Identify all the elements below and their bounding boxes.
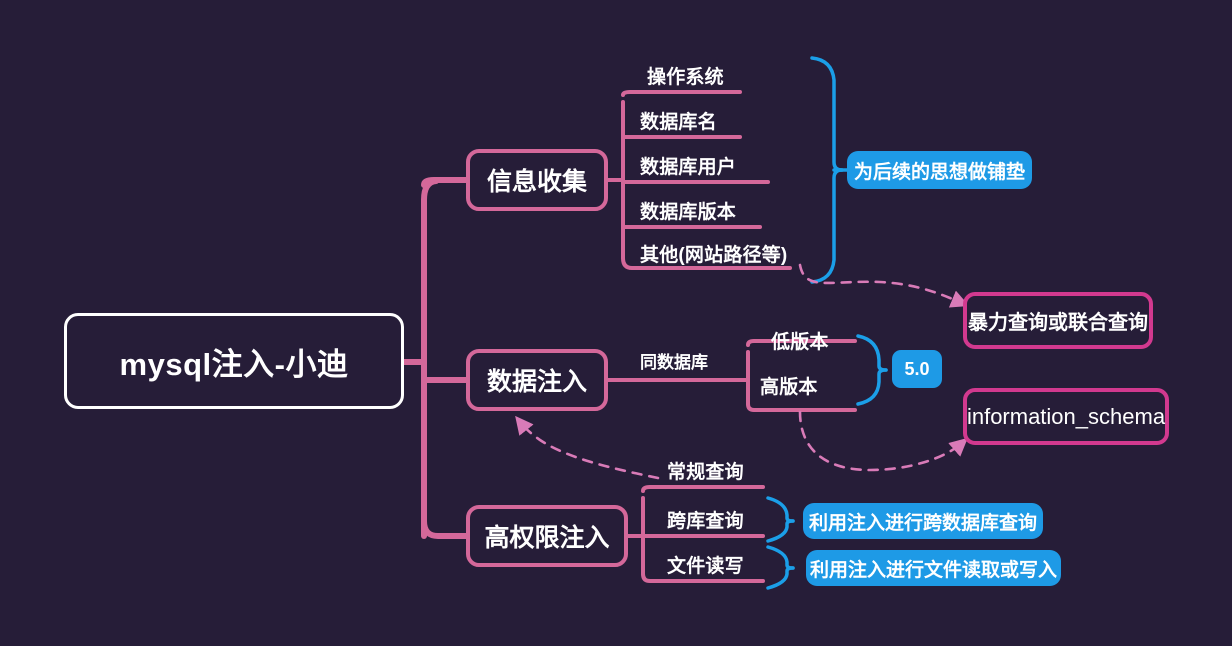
- result-node-brute-or-union-query[interactable]: 暴力查询或联合查询: [963, 292, 1153, 349]
- leaf-normal-query[interactable]: 常规查询: [667, 457, 744, 484]
- leaf-low-version[interactable]: 低版本: [771, 327, 829, 354]
- root-node[interactable]: mysql注入-小迪: [64, 313, 404, 409]
- leaf-cross-db-query[interactable]: 跨库查询: [667, 506, 744, 533]
- leaf-file-read-write-label: 文件读写: [667, 556, 744, 577]
- leaf-cross-db-query-label: 跨库查询: [667, 511, 744, 532]
- leaf-db-name[interactable]: 数据库名: [640, 107, 717, 134]
- branch-node-info-gathering[interactable]: 信息收集: [466, 149, 608, 211]
- leaf-other-paths[interactable]: 其他(网站路径等): [640, 240, 787, 267]
- leaf-os-label: 操作系统: [647, 67, 724, 88]
- note-pill-info-gathering[interactable]: 为后续的思想做铺垫: [847, 151, 1032, 189]
- version-badge-5-0[interactable]: 5.0: [892, 350, 942, 388]
- leaf-high-version-label: 高版本: [760, 377, 818, 398]
- edge-label-same-database: 同数据库: [640, 353, 708, 372]
- branch-node-high-privilege[interactable]: 高权限注入: [466, 505, 628, 567]
- note-pill-file-read-write-label: 利用注入进行文件读取或写入: [809, 559, 1057, 581]
- branch-label-info-gathering: 信息收集: [486, 168, 587, 196]
- leaf-db-version[interactable]: 数据库版本: [640, 197, 736, 224]
- branch-label-data-injection: 数据注入: [486, 368, 587, 396]
- leaf-high-version[interactable]: 高版本: [760, 372, 818, 399]
- leaf-file-read-write[interactable]: 文件读写: [667, 551, 744, 578]
- root-node-label: mysql注入-小迪: [119, 346, 349, 382]
- leaf-db-user-label: 数据库用户: [640, 157, 737, 178]
- note-pill-cross-db-query-label: 利用注入进行跨数据库查询: [808, 512, 1037, 534]
- leaf-db-version-label: 数据库版本: [640, 202, 737, 223]
- version-badge-label: 5.0: [904, 358, 930, 379]
- leaf-low-version-label: 低版本: [771, 332, 829, 353]
- branch-node-data-injection[interactable]: 数据注入: [466, 349, 608, 411]
- leaf-db-user[interactable]: 数据库用户: [640, 152, 736, 179]
- result-node-information-schema[interactable]: information_schema: [963, 388, 1169, 445]
- note-pill-file-read-write[interactable]: 利用注入进行文件读取或写入: [806, 550, 1061, 586]
- result-node-information-schema-label: information_schema: [966, 403, 1166, 429]
- note-pill-info-gathering-label: 为后续的思想做铺垫: [853, 161, 1025, 183]
- leaf-os[interactable]: 操作系统: [647, 62, 724, 89]
- branch-label-high-privilege: 高权限注入: [484, 524, 610, 552]
- result-node-brute-or-union-query-label: 暴力查询或联合查询: [968, 312, 1148, 334]
- note-pill-cross-db-query[interactable]: 利用注入进行跨数据库查询: [803, 503, 1043, 539]
- leaf-db-name-label: 数据库名: [640, 112, 717, 133]
- leaf-normal-query-label: 常规查询: [667, 462, 744, 483]
- leaf-other-paths-label: 其他(网站路径等): [640, 245, 788, 266]
